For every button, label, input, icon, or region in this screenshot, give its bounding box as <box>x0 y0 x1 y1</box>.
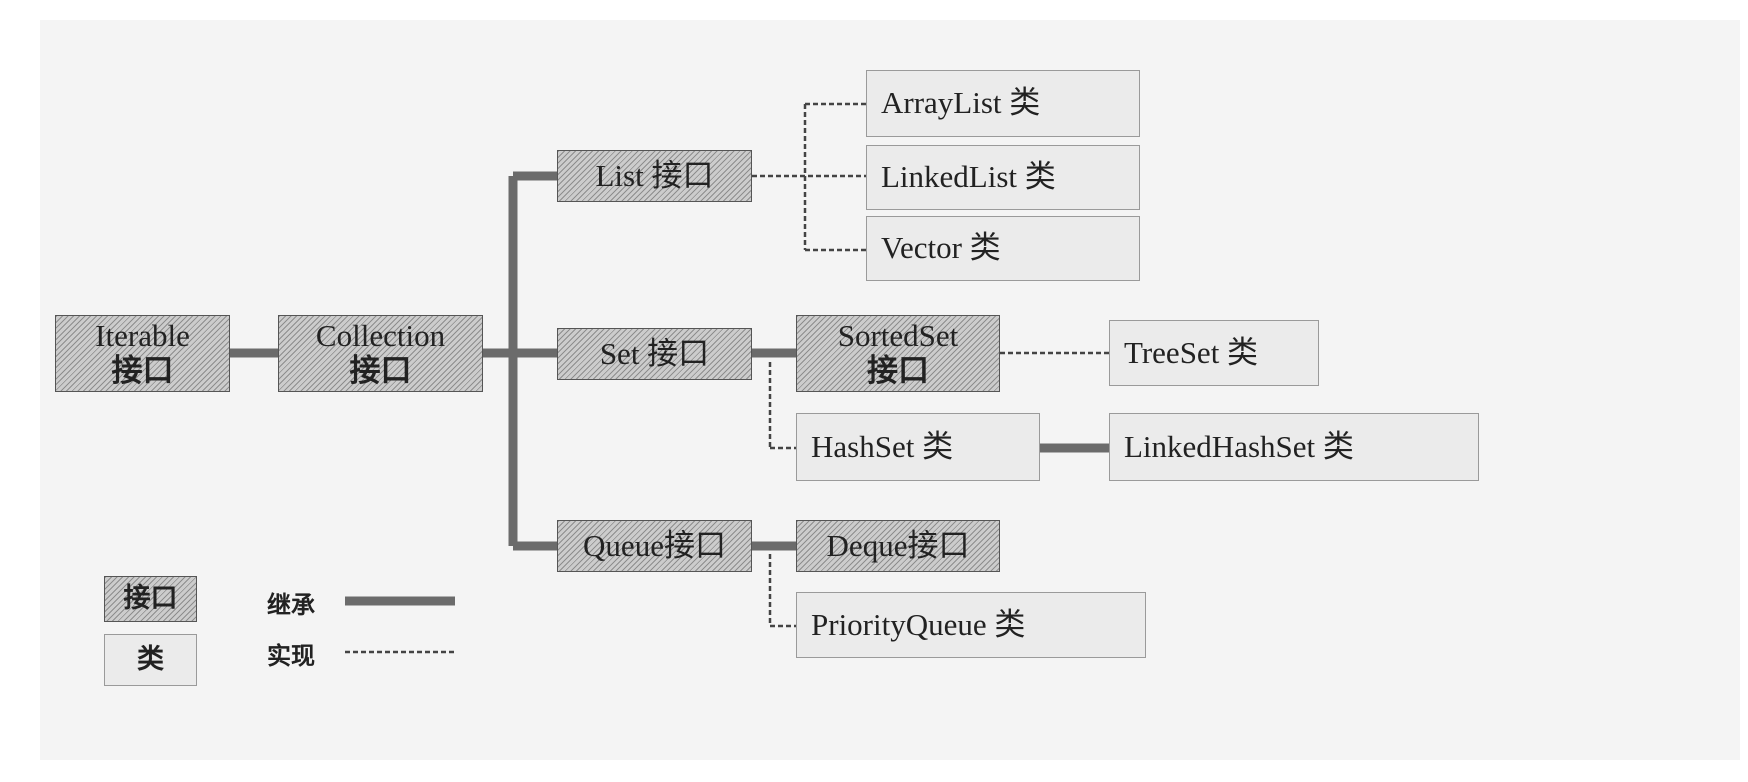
inherit-lines <box>230 171 1109 551</box>
node-deque: Deque接口 <box>796 520 1000 572</box>
node-treeset-label: TreeSet 类 <box>1124 334 1259 370</box>
node-linkedlist: LinkedList 类 <box>866 145 1140 210</box>
node-list: List 接口 <box>557 150 752 202</box>
node-treeset: TreeSet 类 <box>1109 320 1319 386</box>
node-vector: Vector 类 <box>866 216 1140 281</box>
legend-inherit-label: 继承 <box>267 591 315 619</box>
legend-interface-swatch: 接口 <box>104 576 197 622</box>
legend-implement-label: 实现 <box>267 642 315 670</box>
node-collection-name: Collection <box>315 317 446 353</box>
node-linkedhashset: LinkedHashSet 类 <box>1109 413 1479 481</box>
node-sortedset-name: SortedSet <box>837 317 959 353</box>
legend-interface-swatch-text: 接口 <box>123 582 178 614</box>
node-iterable-kind: 接口 <box>111 352 174 389</box>
node-set-label: Set 接口 <box>599 335 710 371</box>
node-queue: Queue接口 <box>557 520 752 572</box>
collection-hierarchy-diagram: Iterable 接口 Collection 接口 List 接口 Set 接口… <box>40 20 1740 760</box>
node-queue-label: Queue接口 <box>583 527 726 563</box>
node-priorityqueue: PriorityQueue 类 <box>796 592 1146 658</box>
node-hashset-label: HashSet 类 <box>811 428 954 464</box>
node-collection: Collection 接口 <box>278 315 483 392</box>
node-arraylist: ArrayList 类 <box>866 70 1140 137</box>
node-deque-label: Deque接口 <box>826 527 970 563</box>
connector-lines <box>230 102 1109 654</box>
node-linkedhashset-label: LinkedHashSet 类 <box>1124 428 1354 464</box>
node-sortedset: SortedSet 接口 <box>796 315 1000 392</box>
implement-lines <box>752 102 1109 628</box>
node-arraylist-label: ArrayList 类 <box>881 85 1041 121</box>
legend-class-swatch-text: 类 <box>137 643 164 675</box>
node-sortedset-kind: 接口 <box>867 352 929 389</box>
node-hashset: HashSet 类 <box>796 413 1040 481</box>
node-set: Set 接口 <box>557 328 752 380</box>
caption-text <box>64 0 964 10</box>
node-list-label: List 接口 <box>595 157 714 193</box>
node-iterable: Iterable 接口 <box>55 315 230 392</box>
node-linkedlist-label: LinkedList 类 <box>881 159 1056 195</box>
node-vector-label: Vector 类 <box>881 230 1001 266</box>
node-iterable-name: Iterable <box>95 317 190 353</box>
legend-class-swatch: 类 <box>104 634 197 686</box>
node-collection-kind: 接口 <box>349 352 412 389</box>
node-priorityqueue-label: PriorityQueue 类 <box>811 606 1026 642</box>
